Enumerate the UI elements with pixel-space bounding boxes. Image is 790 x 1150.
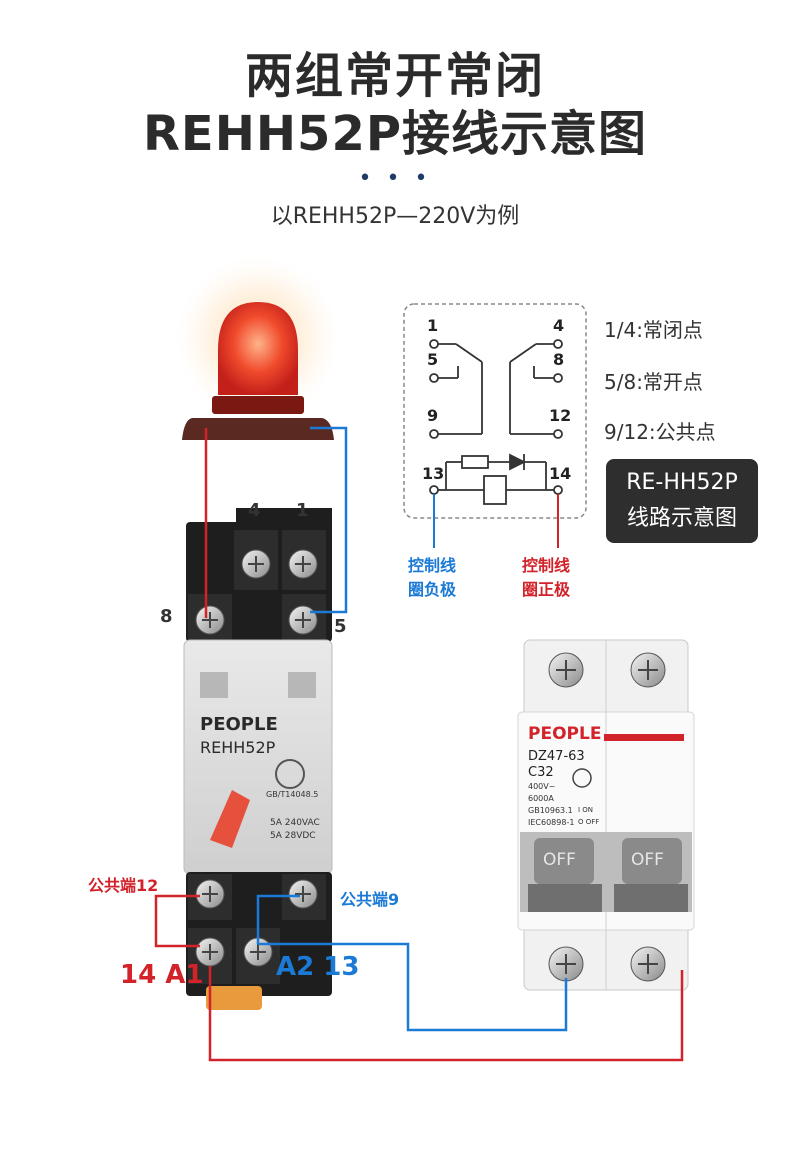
terminal-14-a1-label: 14 A1 xyxy=(120,960,204,990)
badge-model: RE-HH52P xyxy=(626,470,738,495)
relay-rating-ac: 5A 240VAC xyxy=(270,818,320,828)
relay-brand: PEOPLE xyxy=(200,714,278,735)
coil-positive-label: 控制线圈正极 xyxy=(522,556,571,599)
legend-item-common: 9/12:公共点 xyxy=(604,420,716,444)
relay-model: REHH52P xyxy=(200,738,276,757)
pin-9-label: 9 xyxy=(427,406,439,425)
breaker-capacity: 6000A xyxy=(528,794,554,803)
pin-8-label: 8 xyxy=(553,350,565,369)
page-title: 两组常开常闭 xyxy=(244,48,545,104)
pin-1-label: 1 xyxy=(427,316,439,335)
terminal-a2-13-label: A2 13 xyxy=(276,952,360,982)
terminal-1-label: 1 xyxy=(296,500,309,521)
breaker-off-mark: O OFF xyxy=(578,818,600,826)
relay-module xyxy=(183,508,333,1010)
page-subtitle: 以REHH52P—220V为例 xyxy=(270,204,520,229)
breaker-brand: PEOPLE xyxy=(528,724,602,744)
pin-5-label: 5 xyxy=(427,350,439,369)
breaker-voltage: 400V~ xyxy=(528,782,556,791)
model-badge: RE-HH52P 线路示意图 xyxy=(606,459,758,543)
pin-14-label: 14 xyxy=(549,464,572,483)
relay-schematic xyxy=(403,303,587,519)
breaker-standard-iec: IEC60898-1 xyxy=(528,818,575,827)
decorative-dots: • • • xyxy=(358,166,432,191)
page-title-model: REHH52P接线示意图 xyxy=(142,106,648,162)
coil-negative-label: 控制线圈负极 xyxy=(408,556,457,599)
pin-4-label: 4 xyxy=(553,316,565,335)
badge-caption: 线路示意图 xyxy=(626,506,737,531)
common-12-label: 公共端12 xyxy=(88,876,159,895)
common-9-label: 公共端9 xyxy=(340,890,400,909)
breaker-switch-left[interactable]: OFF xyxy=(543,850,576,870)
terminal-5-label: 5 xyxy=(334,616,347,637)
breaker-switch-right[interactable]: OFF xyxy=(631,850,664,870)
breaker-on-mark: I ON xyxy=(578,806,594,814)
terminal-4-label: 4 xyxy=(248,500,261,521)
warning-lamp xyxy=(176,256,340,440)
wires xyxy=(154,426,684,1062)
relay-rating-dc: 5A 28VDC xyxy=(270,831,316,841)
legend-item-no: 5/8:常开点 xyxy=(604,370,703,394)
legend-item-nc: 1/4:常闭点 xyxy=(604,318,703,342)
breaker-model: DZ47-63 xyxy=(528,749,585,764)
circuit-breaker xyxy=(517,639,695,991)
pin-12-label: 12 xyxy=(549,406,572,425)
relay-cert: GB/T14048.5 xyxy=(266,790,319,799)
pin-13-label: 13 xyxy=(422,464,445,483)
terminal-8-label: 8 xyxy=(160,606,173,627)
breaker-rating: C32 xyxy=(528,765,554,780)
breaker-standard-gb: GB10963.1 xyxy=(528,806,573,815)
